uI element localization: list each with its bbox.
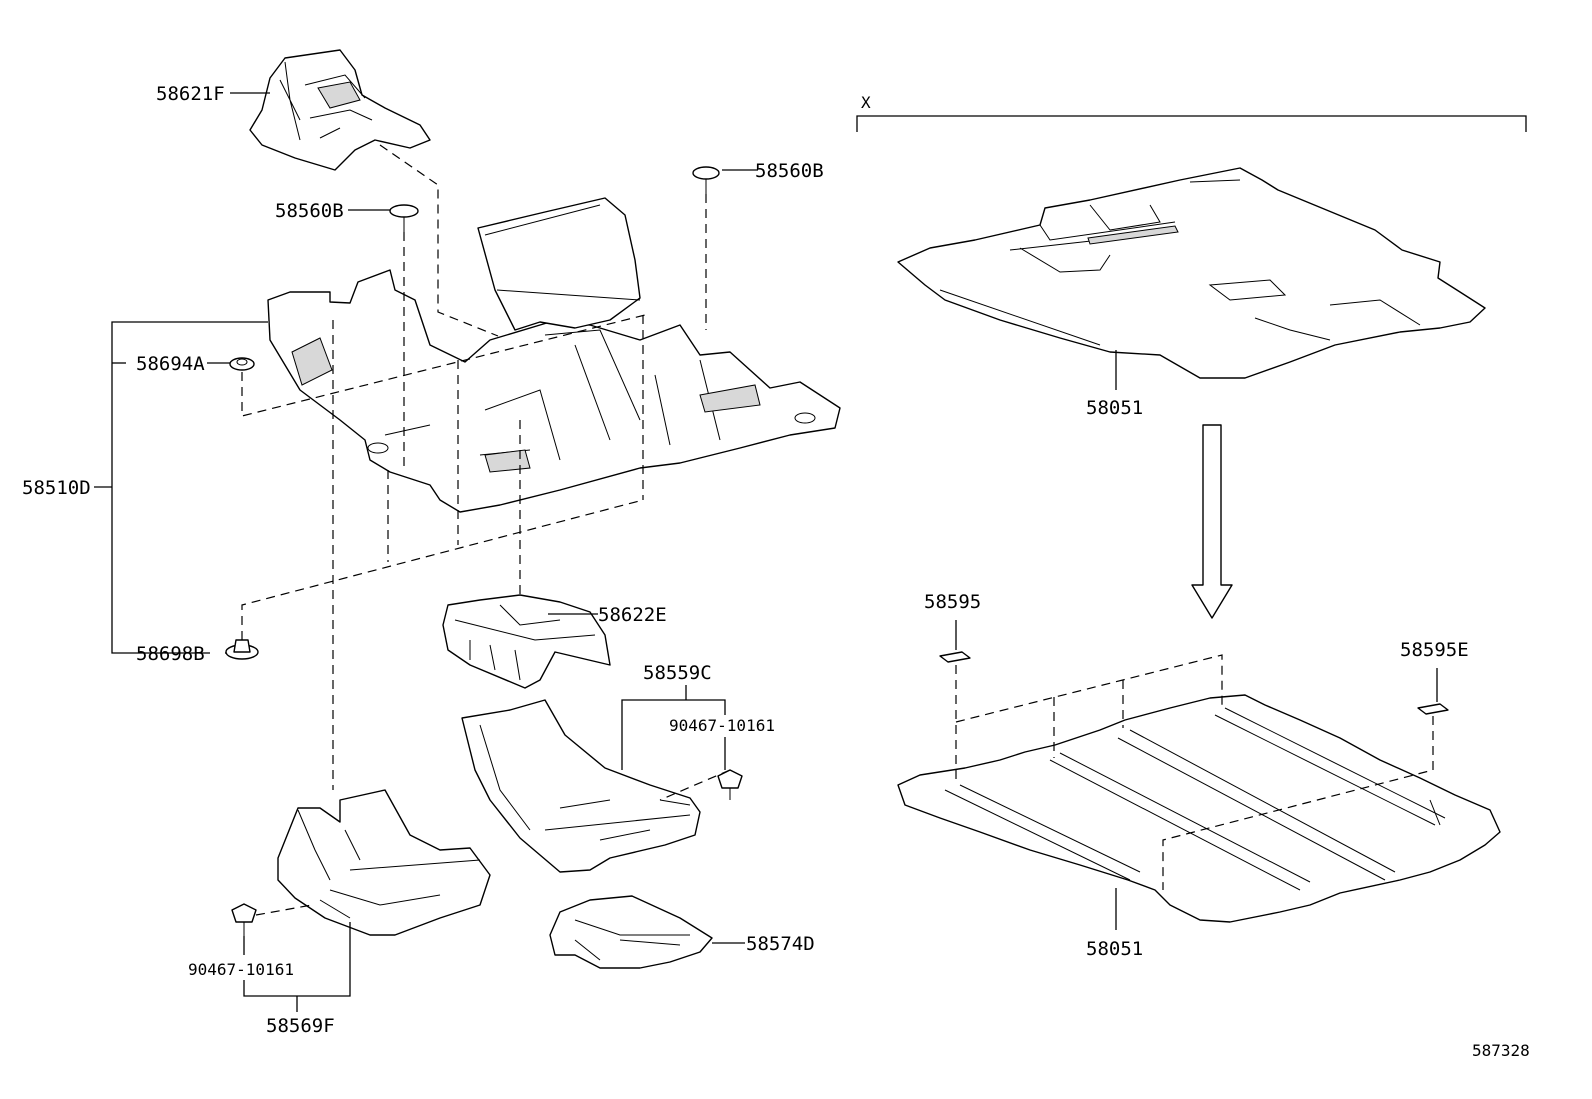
- assembly-lines-right: [955, 654, 1434, 890]
- part-58621f-shape: [249, 49, 431, 171]
- part-58574d-shape: [549, 895, 713, 969]
- clip-58560b-right: [692, 166, 720, 194]
- label-90467-left: 90467-10161: [188, 960, 294, 979]
- clip-90467-right: [717, 769, 743, 800]
- label-58051-bottom: 58051: [1086, 938, 1143, 960]
- label-90467-right: 90467-10161: [669, 716, 775, 735]
- label-58051-top: 58051: [1086, 397, 1143, 419]
- part-58559c-shape: [461, 699, 701, 873]
- label-58595: 58595: [924, 591, 981, 613]
- label-58560b-left: 58560B: [275, 200, 344, 222]
- clip-58560b-left: [389, 204, 419, 232]
- label-58694a: 58694A: [136, 353, 205, 375]
- pad-58595: [939, 651, 971, 663]
- part-58051-lower-shape: [897, 694, 1501, 923]
- down-arrow: [1191, 424, 1233, 619]
- part-58051-upper-shape: [897, 167, 1486, 379]
- leader-lines-left: [94, 92, 758, 1012]
- leader-lines-right: [955, 350, 1438, 930]
- assembly-lines-left: [241, 144, 731, 916]
- label-58510d: 58510D: [22, 477, 91, 499]
- part-58622e-shape: [442, 594, 611, 689]
- x-bracket: [856, 115, 1527, 132]
- label-58622e: 58622E: [598, 604, 667, 626]
- label-58595e: 58595E: [1400, 639, 1469, 661]
- part-58569f-shape: [277, 789, 491, 936]
- label-58574d: 58574D: [746, 933, 815, 955]
- clip-58694a: [229, 357, 255, 371]
- label-58621f: 58621F: [156, 83, 225, 105]
- label-58559c: 58559C: [643, 662, 712, 684]
- clip-58698b: [225, 639, 259, 660]
- part-58510d-shape: [267, 197, 841, 513]
- label-58698b: 58698B: [136, 643, 205, 665]
- label-58569f: 58569F: [266, 1015, 335, 1037]
- clip-90467-left: [231, 903, 257, 936]
- pad-58595e: [1417, 703, 1449, 715]
- label-x-marker: X: [861, 93, 871, 112]
- label-58560b-right: 58560B: [755, 160, 824, 182]
- label-diagram-number: 587328: [1472, 1041, 1530, 1060]
